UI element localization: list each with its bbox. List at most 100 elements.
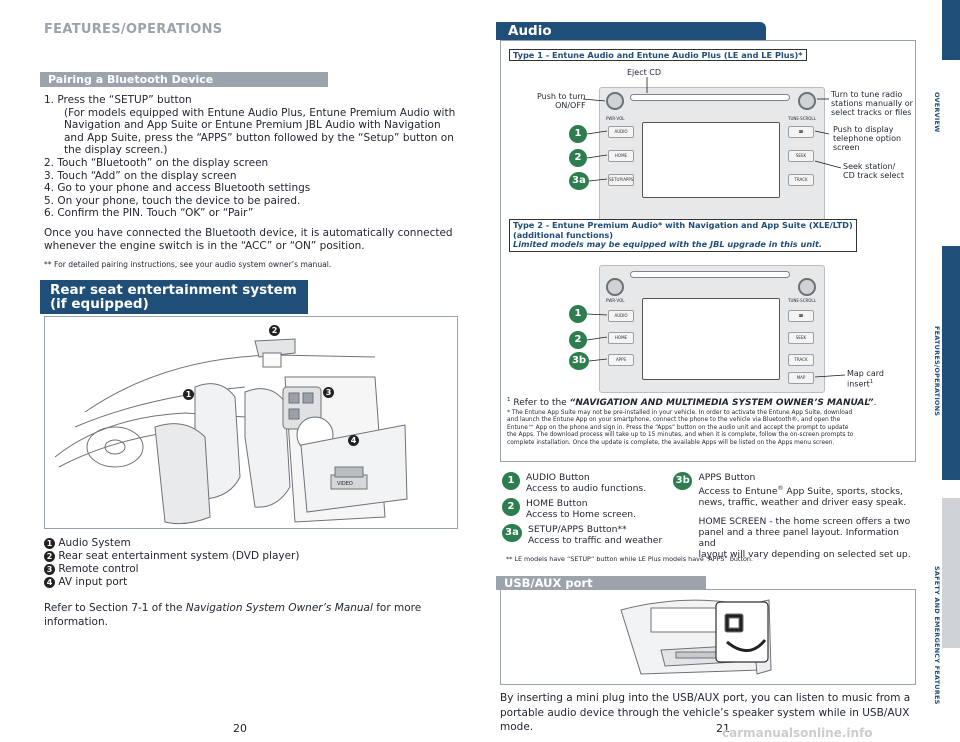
legend-number: 1 — [44, 538, 55, 549]
watermark: carmanualsonline.info — [722, 726, 873, 740]
eject-annotation: Eject CD — [627, 68, 662, 77]
usb-port-illustration — [620, 599, 772, 675]
map-annotation-line: insert1 — [847, 378, 884, 389]
side-tab-features[interactable] — [942, 246, 960, 480]
pwr-vol-label: PWR·VOL — [606, 116, 625, 121]
setup-apps-button[interactable]: SETUP/APPS — [608, 174, 634, 186]
rse-refer-line2: information. — [44, 616, 108, 628]
phone-button[interactable]: ☎ — [788, 126, 814, 138]
app-suite-note: * The Entune App Suite may not be pre-in… — [507, 410, 911, 447]
map-annotation-text: insert — [847, 379, 870, 389]
le-models-note: ** LE models have “SETUP” button while L… — [506, 555, 753, 563]
rse-legend-item: 3 Remote control — [44, 563, 444, 576]
home-screen-line: layout will vary depending on selected s… — [698, 549, 911, 561]
map-button[interactable]: MAP — [788, 372, 814, 384]
type2-label-line2: (additional functions) — [513, 229, 614, 240]
legend-text: Audio System — [58, 537, 131, 549]
seek-annotation-line: Seek station/ — [843, 162, 896, 171]
type1-badge-3a: 3a — [569, 172, 589, 190]
tune-annotation: Turn to tune radio stations manually or … — [831, 90, 913, 117]
type2-label-line3: Limited models may be equipped with the … — [513, 239, 823, 250]
type2-cd-slot — [630, 271, 790, 278]
legend-audio-badge: 1 — [502, 472, 520, 490]
type1-label: Type 1 - Entune Audio and Entune Audio P… — [509, 49, 807, 61]
legend-text: Remote control — [58, 563, 139, 575]
side-tab-safety[interactable] — [942, 498, 960, 648]
pairing-note-line: Once you have connected the Bluetooth de… — [44, 227, 453, 239]
usb-description-line: portable audio device through the vehicl… — [500, 706, 910, 734]
home-screen-line: HOME SCREEN - the home screen offers a t… — [698, 516, 911, 528]
audio-frame: Type 1 - Entune Audio and Entune Audio P… — [500, 40, 916, 462]
rse-refer-line1: Refer to Section 7-1 of the Navigation S… — [44, 601, 444, 615]
type2-home-button[interactable]: HOME — [608, 332, 634, 344]
cd-slot — [630, 94, 790, 101]
phone-annotation-line: telephone option — [833, 134, 902, 143]
legend-apps-desc1: Access to Entune® App Suite, sports, sto… — [698, 483, 913, 497]
usb-illustration — [500, 589, 916, 685]
tune-scroll-knob[interactable] — [798, 92, 816, 110]
type2-apps-button[interactable]: APPS — [608, 354, 634, 366]
step-line: the display screen.) — [64, 144, 168, 157]
power-annotation-line: ON/OFF — [555, 101, 586, 110]
power-annotation: Push to turn ON/OFF — [537, 92, 586, 110]
type2-display-screen[interactable] — [642, 298, 780, 380]
step-line: 4. Go to your phone and access Bluetooth… — [44, 182, 311, 195]
side-tab-overview[interactable] — [942, 0, 960, 60]
refer-prefix: Refer to Section 7-1 of the — [44, 602, 186, 614]
phone-annotation-line: screen — [833, 143, 860, 152]
app-note-line: * The Entune App Suite may not be pre-in… — [507, 410, 853, 416]
type2-tune-scroll-knob[interactable] — [798, 278, 816, 296]
home-button[interactable]: HOME — [608, 150, 634, 162]
type1-display-screen[interactable] — [642, 122, 780, 198]
usb-heading: USB/AUX port — [496, 576, 706, 590]
pairing-heading-text: Pairing a Bluetooth Device — [48, 73, 214, 86]
usb-description: By inserting a mini plug into the USB/AU… — [500, 691, 930, 735]
nav-manual-refer: 1 Refer to the “NAVIGATION AND MULTIMEDI… — [507, 397, 876, 408]
legend-setup: 3a SETUP/APPS Button**Access to traffic … — [502, 524, 672, 546]
type2-label: Type 2 - Entune Premium Audio* with Navi… — [509, 219, 857, 252]
map-annotation-line: Map card — [847, 369, 884, 378]
audio-heading-text: Audio — [508, 23, 552, 39]
tune-annotation-line: stations manually or — [831, 99, 913, 108]
legend-number: 4 — [44, 577, 55, 588]
type1-badge-2: 2 — [569, 149, 587, 167]
audio-button[interactable]: AUDIO — [608, 126, 634, 138]
map-card-annotation: Map card insert1 — [847, 369, 884, 389]
side-label-overview: OVERVIEW — [933, 92, 941, 133]
section-title: FEATURES/OPERATIONS — [44, 22, 223, 37]
apps-legend: 3b APPS Button Access to Entune® App Sui… — [673, 472, 913, 560]
apps-desc-sup: ® — [777, 485, 784, 492]
track-button[interactable]: TRACK — [788, 174, 814, 186]
type2-label-line1: Type 2 - Entune Premium Audio* with Navi… — [513, 220, 853, 230]
type2-power-volume-knob[interactable] — [606, 278, 624, 296]
map-annotation-sup: 1 — [869, 379, 873, 385]
rse-heading-line1: Rear seat entertainment system — [50, 282, 297, 298]
rse-refer: Refer to Section 7-1 of the Navigation S… — [44, 601, 444, 629]
legend-home-title: HOME Button — [526, 498, 588, 509]
step-line: 2. Touch “Bluetooth” on the display scre… — [44, 156, 269, 169]
legend-apps-title: APPS Button — [698, 472, 756, 483]
rse-legend-item: 2 Rear seat entertainment system (DVD pl… — [44, 550, 444, 563]
type1-badge-1: 1 — [569, 125, 587, 143]
step-line: and App Suite, press the “APPS” button f… — [64, 131, 454, 144]
refer-sup: 1 — [507, 397, 511, 403]
type2-badge-1: 1 — [569, 305, 587, 323]
type2-audio-button[interactable]: AUDIO — [608, 310, 634, 322]
rse-illustration: VIDEO 2 1 3 4 — [44, 316, 458, 529]
apps-desc-a: Access to Entune — [698, 486, 778, 498]
car-interior-illustration: VIDEO — [54, 338, 408, 525]
home-screen-line: panel and a three panel layout. Informat… — [698, 527, 899, 550]
type2-seek-button[interactable]: SEEK — [788, 332, 814, 344]
type2-phone-button[interactable]: ☎ — [788, 310, 814, 322]
type2-radio-unit: PWR·VOL TUNE·SCROLL AUDIO HOME APPS ☎ SE… — [599, 265, 825, 393]
power-volume-knob[interactable] — [606, 92, 624, 110]
legend-text: Rear seat entertainment system (DVD play… — [58, 550, 300, 562]
type2-track-button[interactable]: TRACK — [788, 354, 814, 366]
legend-audio-desc: Access to audio functions. — [526, 483, 647, 494]
tune-annotation-line: select tracks or files — [831, 108, 912, 117]
legend-apps-badge: 3b — [673, 472, 693, 490]
step-line: Navigation and App Suite or Entune Premi… — [64, 119, 441, 132]
seek-button[interactable]: SEEK — [788, 150, 814, 162]
